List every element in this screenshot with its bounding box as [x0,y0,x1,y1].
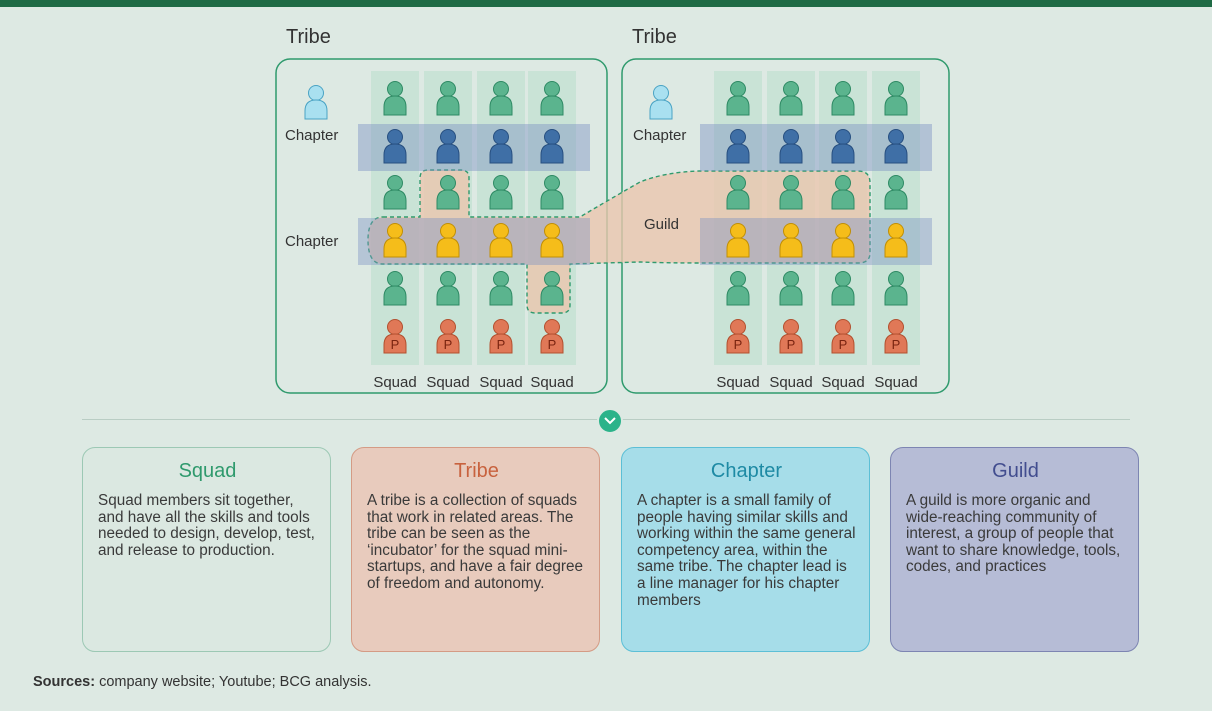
squad-labels: Squad Squad Squad Squad Squad Squad Squad Squad [373,374,917,391]
product-owner-mark: P [497,337,506,352]
guild-card: Guild A guild is more organic and wide-r… [890,447,1139,652]
chapter-lead-icon [649,85,673,120]
product-owner-mark: P [548,337,557,352]
tribe-card: Tribe A tribe is a collection of squads … [351,447,600,652]
squad-label: Squad [716,374,759,391]
org-diagram: P P P P P P P P Chapter Chapter Chapter Guild S… [275,58,950,394]
chapter-lead-icon [304,85,328,120]
card-body: A guild is more organic and wide-reachin… [906,492,1121,576]
product-owner-mark: P [892,337,901,352]
sources-note: Sources: company website; Youtube; BCG a… [33,674,372,690]
product-owner-mark: P [444,337,453,352]
card-body: A chapter is a small family of people ha… [637,492,856,609]
card-title: Guild [992,460,1039,482]
top-bar [0,0,1212,7]
card-body: A tribe is a collection of squads that w… [367,492,583,592]
product-owner-mark: P [787,337,796,352]
product-owner-mark: P [734,337,743,352]
sources-text: company website; Youtube; BCG analysis. [99,674,372,690]
chapter-label: Chapter [285,127,338,144]
squad-label: Squad [530,374,573,391]
chevron-down-icon [597,408,623,434]
card-title: Tribe [454,460,499,482]
guild-label: Guild [644,216,679,233]
card-title: Chapter [710,460,783,482]
squad-label: Squad [426,374,469,391]
sources-label: Sources: [33,674,96,690]
squad-label: Squad [769,374,812,391]
tribe-title: Tribe [286,26,331,48]
tribe-title: Tribe [632,26,677,48]
squad-card: Squad Squad members sit together, and ha… [82,447,331,652]
squad-column [872,71,920,365]
product-owner-mark: P [839,337,848,352]
card-body: Squad members sit together, and have all… [98,492,315,559]
product-owner-mark: P [391,337,400,352]
squad-label: Squad [479,374,522,391]
chapter-label: Chapter [285,233,338,250]
squad-label: Squad [373,374,416,391]
card-title: Squad [178,460,237,482]
chapter-card: Chapter A chapter is a small family of p… [621,447,870,652]
squad-label: Squad [821,374,864,391]
chapter-label: Chapter [633,127,686,144]
squad-label: Squad [874,374,917,391]
